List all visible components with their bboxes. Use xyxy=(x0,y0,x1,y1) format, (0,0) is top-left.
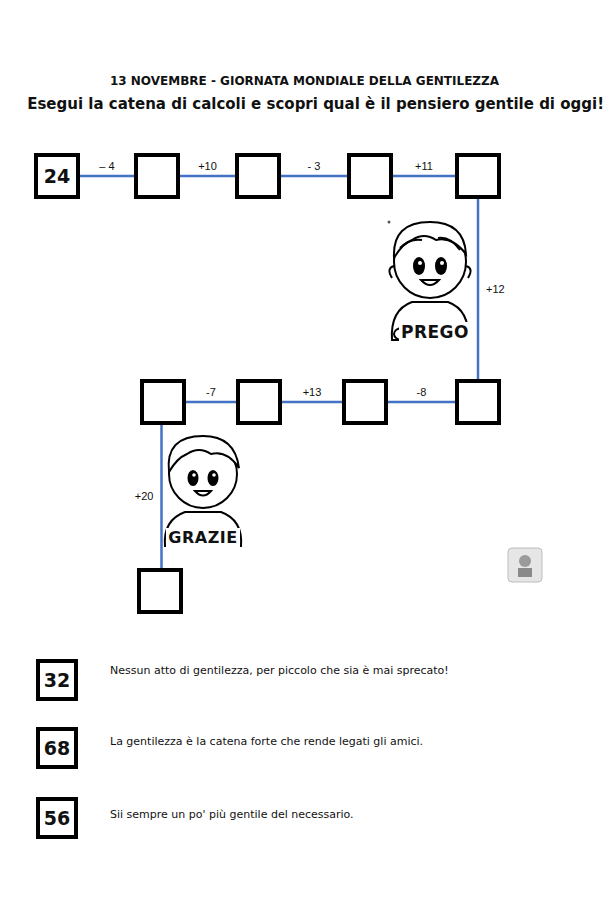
number-box xyxy=(137,568,183,614)
kindness-quote: Sii sempre un po' più gentile del necess… xyxy=(110,808,354,821)
box-number: 32 xyxy=(44,669,70,691)
number-box xyxy=(455,379,501,425)
number-box: 24 xyxy=(34,153,80,199)
kindness-quote: La gentilezza è la catena forte che rend… xyxy=(110,735,423,748)
operation-label: +11 xyxy=(413,160,435,173)
answer-box: 56 xyxy=(36,797,78,839)
number-box xyxy=(235,153,281,199)
number-box xyxy=(236,379,282,425)
chain-line xyxy=(180,175,235,178)
answer-box: 32 xyxy=(36,659,78,701)
operation-label: – 4 xyxy=(97,160,116,173)
speech-word: PREGO xyxy=(399,322,471,342)
operation-label: +10 xyxy=(196,160,219,173)
answer-box: 68 xyxy=(36,727,78,769)
speech-word: GRAZIE xyxy=(166,528,239,547)
number-box xyxy=(455,153,501,199)
number-box xyxy=(342,379,388,425)
operation-label: +20 xyxy=(133,490,156,503)
chain-line xyxy=(388,401,455,404)
box-number: 56 xyxy=(44,807,70,829)
dot xyxy=(388,221,391,224)
number-box xyxy=(347,153,393,199)
operation-label: - 3 xyxy=(306,160,323,173)
chain-line xyxy=(186,401,236,404)
chain-line xyxy=(160,425,163,568)
operation-label: -8 xyxy=(415,386,429,399)
page-title: 13 NOVEMBRE - GIORNATA MONDIALE DELLA GE… xyxy=(0,74,609,88)
kindness-quote: Nessun atto di gentilezza, per piccolo c… xyxy=(110,664,449,677)
number-box xyxy=(140,379,186,425)
operation-label: +12 xyxy=(484,283,507,296)
number-box xyxy=(134,153,180,199)
box-number: 68 xyxy=(44,737,70,759)
chain-line xyxy=(80,175,134,178)
chain-line xyxy=(477,199,480,379)
box-number: 24 xyxy=(44,165,70,187)
chain-line xyxy=(281,175,347,178)
operation-label: +13 xyxy=(301,386,324,399)
operation-label: -7 xyxy=(204,386,218,399)
chain-line xyxy=(282,401,342,404)
instruction: Esegui la catena di calcoli e scopri qua… xyxy=(27,95,604,113)
chain-line xyxy=(393,175,455,178)
stamp-icon xyxy=(508,548,542,582)
child-figure xyxy=(165,436,241,546)
